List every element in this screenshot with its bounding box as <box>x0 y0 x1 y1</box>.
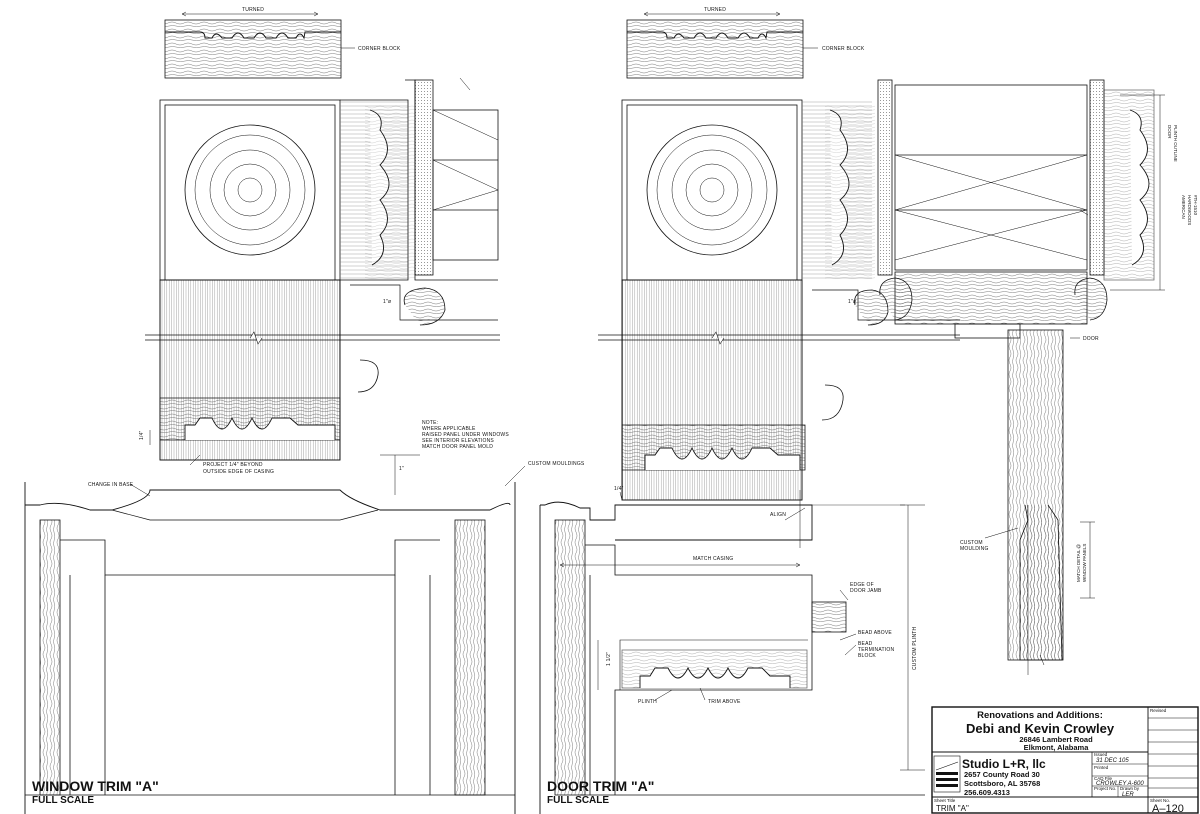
corner-block-label: CORNER BLOCK <box>358 46 401 52</box>
title-block <box>931 706 1199 814</box>
match-casing-label: MATCH CASING <box>693 556 733 562</box>
door-trim-notes: TURNED CORNER BLOCK 1"ø 1/4" ALIGN MATCH… <box>547 7 1198 806</box>
plinth-label: PLINTH <box>638 699 657 705</box>
change-in-base-label: CHANGE IN BASE <box>88 482 134 488</box>
match-detail-line2: WINDOW PANELS <box>1082 544 1087 582</box>
title-block-text: Renovations and Additions: Debi and Kevi… <box>934 708 1184 814</box>
door-label: DOOR <box>1083 336 1099 342</box>
client-address2: Elkmont, Alabama <box>1024 743 1090 752</box>
issued-value: 31 DEC 105 <box>1096 758 1129 764</box>
bead-termination-line1: BEAD <box>858 641 873 647</box>
custom-moulding-line2: MOULDING <box>960 546 989 552</box>
project-heading: Renovations and Additions: <box>977 710 1103 721</box>
project-line2: OUTSIDE EDGE OF CASING <box>203 469 274 475</box>
turned-corner-block <box>164 19 342 79</box>
cad-label: CAD File <box>1094 776 1112 781</box>
window-trim-notes: TURNED CORNER BLOCK 1"ø 1/4" 1" PROJECT … <box>32 7 585 806</box>
drawn-by-label: Drawn by <box>1120 786 1140 791</box>
issued-label: Issued <box>1094 752 1108 757</box>
door-plinth-outline-line2: PLINTH OUTLINE <box>1173 125 1178 162</box>
rosette-right <box>646 124 778 256</box>
edge-door-jamb-line2: DOOR JAMB <box>850 588 882 594</box>
bead-termination-line3: BLOCK <box>858 653 876 659</box>
window-trim-detail <box>24 11 526 814</box>
turned-label: TURNED <box>242 7 264 13</box>
firm-name: Studio L+R, llc <box>962 757 1046 771</box>
firm-address2: Scottsboro, AL 35768 <box>964 779 1040 788</box>
note-line2: WHERE APPLICABLE <box>422 426 476 432</box>
door-trim-detail <box>539 11 1165 814</box>
trim-above-label: TRIM ABOVE <box>708 699 741 705</box>
rosette <box>184 124 316 256</box>
sheet-title-label: Sheet Title <box>934 798 956 803</box>
firm-address1: 2657 County Road 30 <box>964 770 1040 779</box>
american-hardwoods-line3: #TH-1510 <box>1193 195 1198 216</box>
printed-label: Printed <box>1094 765 1109 770</box>
dia-label: 1"ø <box>383 299 391 305</box>
quarter-inch-label-right: 1/4" <box>614 486 624 492</box>
note-line1: NOTE: <box>422 420 438 426</box>
align-label: ALIGN <box>770 512 786 518</box>
firm-phone: 256.609.4313 <box>964 788 1010 797</box>
note-line4: SEE INTERIOR ELEVATIONS <box>422 438 494 444</box>
revised-label: Revised <box>1150 708 1167 713</box>
american-hardwoods-line2: HARDWOODS <box>1187 195 1192 225</box>
sheet-title: TRIM "A" <box>936 804 969 813</box>
firm-logo <box>933 755 961 793</box>
note-line5: MATCH DOOR PANEL MOLD <box>422 444 493 450</box>
cad-value: CROWLEY A-600 <box>1096 781 1144 787</box>
client-address1: 26846 Lambert Road <box>1019 735 1093 744</box>
match-detail-line1: MATCH DETAIL @ <box>1076 544 1081 582</box>
sheet-number: A–120 <box>1152 803 1184 814</box>
door-plinth-outline-line1: DOOR <box>1167 125 1172 139</box>
turned-label-right: TURNED <box>704 7 726 13</box>
one-half-inch-label: 1 1/2" <box>606 652 612 666</box>
door-trim-title: DOOR TRIM "A" <box>547 778 654 794</box>
one-inch-label: 1" <box>399 466 404 472</box>
window-trim-title: WINDOW TRIM "A" <box>32 778 159 794</box>
drawn-by-value: LER <box>1122 792 1134 798</box>
note-line3: RAISED PANEL UNDER WINDOWS <box>422 432 509 438</box>
edge-door-jamb-line1: EDGE OF <box>850 582 874 588</box>
custom-mouldings-label: CUSTOM MOULDINGS <box>528 461 585 467</box>
turned-corner-block-right <box>626 19 804 79</box>
dia-label-right: 1"ø <box>848 299 856 305</box>
bead-above-label: BEAD ABOVE <box>858 630 892 636</box>
window-trim-scale: FULL SCALE <box>32 795 94 806</box>
corner-block-label-right: CORNER BLOCK <box>822 46 865 52</box>
project-no-label: Project No. <box>1094 786 1116 791</box>
custom-plinth-label: CUSTOM PLINTH <box>912 626 918 670</box>
custom-moulding-line1: CUSTOM <box>960 540 983 546</box>
project-line1: PROJECT 1/4" BEYOND <box>203 462 263 468</box>
american-hardwoods-line1: AMERICAN <box>1181 195 1186 219</box>
client-name: Debi and Kevin Crowley <box>966 721 1115 736</box>
bead-termination-line2: TERMINATION <box>858 647 894 653</box>
sheet-no-label: Sheet No. <box>1150 798 1170 803</box>
quarter-inch-label: 1/4" <box>139 430 145 440</box>
door-trim-scale: FULL SCALE <box>547 795 609 806</box>
